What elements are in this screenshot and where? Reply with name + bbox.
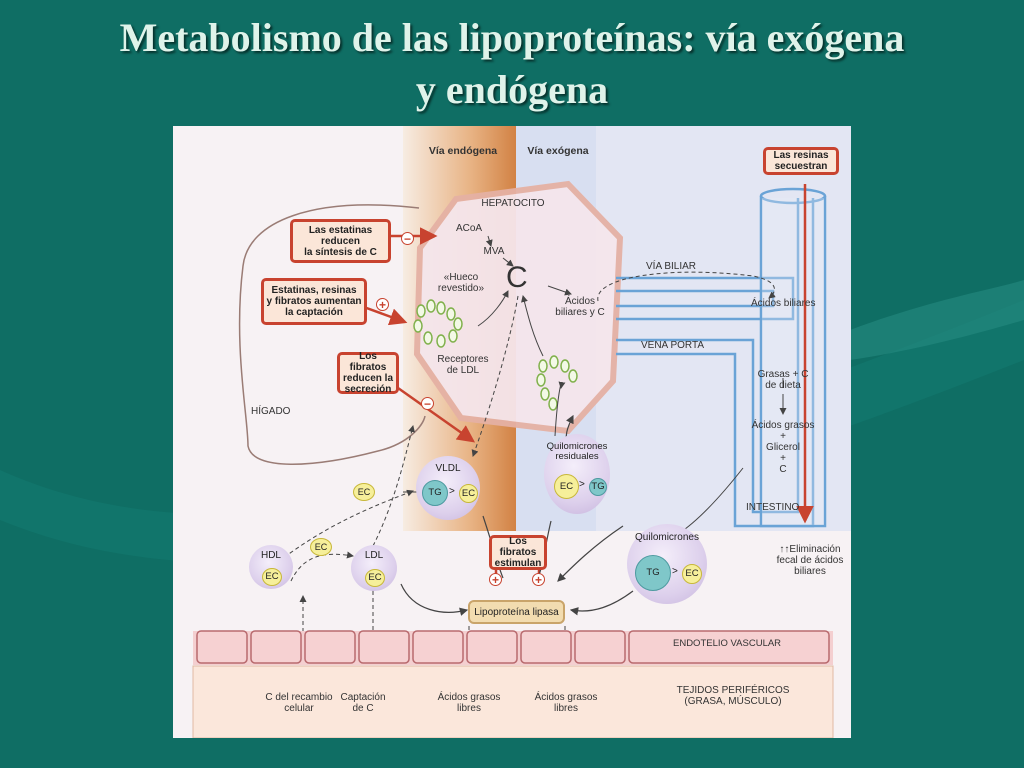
via-exogena-label: Vía exógena: [527, 145, 589, 157]
plus-symbol: +: [489, 573, 502, 586]
quilomicrones-residuales-particle: Quilomicrones residuales EC > TG: [544, 434, 610, 514]
diagram-graphics: [192, 126, 851, 738]
title-line-1: Metabolismo de las lipoproteínas: vía ex…: [119, 15, 905, 60]
title-line-2: y endógena: [415, 67, 609, 112]
captacion-c-label: Captación de C: [340, 692, 386, 714]
lipoprotein-diagram: Vía endógena Vía exógena HEPATOCITO ACoA…: [173, 126, 851, 738]
acoa-label: ACoA: [455, 223, 483, 234]
slide-title: Metabolismo de las lipoproteínas: vía ex…: [0, 12, 1024, 116]
residuales-tg: TG: [589, 478, 607, 496]
eliminacion-fecal-label: ↑↑Eliminación fecal de ácidos biliares: [776, 544, 844, 577]
tejidos-label: TEJIDOS PERIFÉRICOS (GRASA, MÚSCULO): [676, 685, 790, 707]
hueco-revestido-label: «Hueco revestido»: [437, 272, 485, 294]
intestino-label: INTESTINO: [746, 502, 800, 513]
quilomicrones-gt: >: [672, 566, 678, 577]
plus-symbol: +: [532, 573, 545, 586]
via-endogena-label: Vía endógena: [428, 145, 498, 157]
acidos-biliares-c-label: Ácidos biliares y C: [555, 296, 605, 318]
plus-symbol: +: [376, 298, 389, 311]
free-ec-2: EC: [310, 538, 332, 556]
free-ec-1: EC: [353, 483, 375, 501]
hepatocyte: [413, 180, 624, 435]
higado-label: HÍGADO: [251, 406, 291, 417]
peripheral-tissue: [192, 665, 834, 738]
hdl-particle: HDL EC: [249, 545, 293, 589]
vldl-tg: TG: [422, 480, 448, 506]
receptores-ldl-label: Receptores de LDL: [437, 354, 489, 376]
vldl-label: VLDL: [435, 463, 461, 474]
acidos-grasos-libres-1: Ácidos grasos libres: [437, 692, 501, 714]
lipoproteina-lipasa: Lipoproteína lipasa: [468, 600, 565, 624]
minus-symbol: −: [401, 232, 414, 245]
callout-fibratos-estimulan: Los fibratos estimulan: [489, 535, 547, 570]
c-recambio-label: C del recambio celular: [265, 692, 333, 714]
residuales-label: Quilomicrones residuales: [546, 441, 608, 462]
mva-label: MVA: [483, 246, 505, 257]
callout-captacion: Estatinas, resinas y fibratos aumentan l…: [261, 278, 367, 325]
vena-porta-label: VENA PORTA: [641, 340, 704, 351]
hdl-ec: EC: [262, 568, 282, 586]
residuales-ec: EC: [554, 474, 579, 499]
hepatocito-label: HEPATOCITO: [481, 198, 545, 209]
via-biliar-label: VÍA BILIAR: [646, 261, 697, 272]
callout-fibratos-secrecion: Los fibratos reducen la secreción: [337, 351, 399, 395]
vldl-gt: >: [449, 486, 455, 497]
cholesterol-c: C: [506, 261, 528, 294]
grasas-dieta-label: Grasas + C de dieta: [757, 369, 809, 391]
quilomicrones-tg: TG: [635, 555, 671, 591]
liver-outline: [238, 204, 426, 465]
quilomicrones-particle: Quilomicrones TG > EC: [627, 524, 707, 604]
ldl-particle: LDL EC: [351, 545, 397, 591]
ldl-ec: EC: [365, 569, 385, 587]
vldl-ec: EC: [459, 484, 478, 503]
callout-resinas: Las resinas secuestran: [763, 147, 839, 175]
acidos-grasos-libres-2: Ácidos grasos libres: [534, 692, 598, 714]
ldl-label: LDL: [364, 550, 384, 561]
hdl-label: HDL: [260, 550, 281, 561]
vldl-particle: VLDL TG > EC: [416, 456, 480, 520]
quilomicrones-ec: EC: [682, 564, 702, 584]
acidos-biliares-label: Ácidos biliares: [751, 298, 816, 309]
callout-estatinas: Las estatinas reducen la síntesis de C: [290, 219, 391, 263]
endotelio-label: ENDOTELIO VASCULAR: [673, 638, 782, 649]
acidos-grasos-glicerol-label: Ácidos grasos + Glicerol + C: [751, 420, 815, 475]
residuales-gt: >: [579, 479, 585, 490]
minus-symbol: −: [421, 397, 434, 410]
quilomicrones-label: Quilomicrones: [635, 532, 699, 543]
